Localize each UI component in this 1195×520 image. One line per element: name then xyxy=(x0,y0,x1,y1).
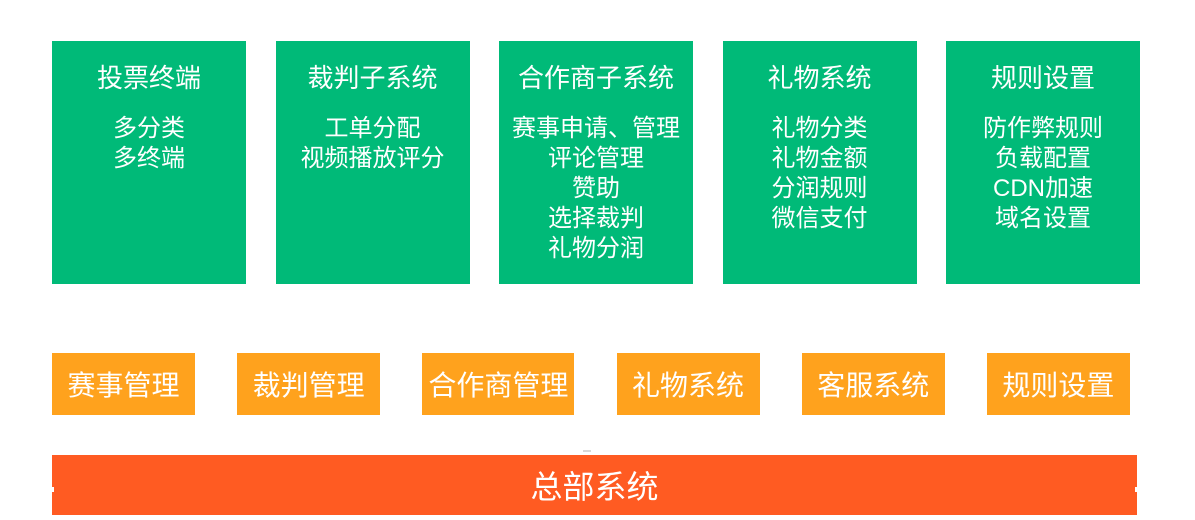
headquarters-bar-label: 总部系统 xyxy=(530,469,659,505)
resize-handle-left[interactable] xyxy=(46,487,54,492)
headquarters-bar[interactable]: 总部系统 xyxy=(52,455,1137,515)
card-item: 域名设置 xyxy=(995,205,1091,232)
card-title: 礼物系统 xyxy=(767,63,872,93)
subsystem-card-judge[interactable]: 裁判子系统 工单分配 视频播放评分 xyxy=(275,41,470,284)
module-button-rule-settings[interactable]: 规则设置 xyxy=(986,353,1130,415)
card-item: 礼物分类 xyxy=(771,115,868,142)
module-button-event-mgmt[interactable]: 赛事管理 xyxy=(52,353,195,415)
card-item: 工单分配 xyxy=(324,115,421,142)
card-item-list: 防作弊规则 负载配置 CDN加速 域名设置 xyxy=(946,114,1140,234)
card-item-list: 赛事申请、管理 评论管理 赞助 选择裁判 礼物分润 xyxy=(499,114,693,264)
card-item: 赞助 xyxy=(572,175,620,202)
card-item: 多终端 xyxy=(113,145,185,172)
card-item: 分润规则 xyxy=(771,175,868,202)
card-title: 裁判子系统 xyxy=(307,63,438,93)
card-item-list: 多分类 多终端 xyxy=(52,114,246,174)
module-button-judge-mgmt[interactable]: 裁判管理 xyxy=(237,353,381,415)
card-title: 合作商子系统 xyxy=(517,63,674,93)
subsystem-card-partner[interactable]: 合作商子系统 赛事申请、管理 评论管理 赞助 选择裁判 礼物分润 xyxy=(499,41,693,284)
module-button-gift-system[interactable]: 礼物系统 xyxy=(616,353,760,415)
module-button-support-system[interactable]: 客服系统 xyxy=(801,353,945,415)
subsystem-card-rules[interactable]: 规则设置 防作弊规则 负载配置 CDN加速 域名设置 xyxy=(946,41,1140,284)
resize-handle-right[interactable] xyxy=(1135,487,1143,492)
module-buttons-row: 赛事管理 裁判管理 合作商管理 礼物系统 客服系统 规则设置 xyxy=(52,353,1130,415)
card-item: 礼物金额 xyxy=(771,145,868,172)
card-item: 负载配置 xyxy=(995,145,1091,172)
card-item: 礼物分润 xyxy=(548,235,644,262)
card-item-list: 工单分配 视频播放评分 xyxy=(276,114,470,174)
card-item: 视频播放评分 xyxy=(300,145,445,172)
card-item: 防作弊规则 xyxy=(983,115,1103,142)
module-button-partner-mgmt[interactable]: 合作商管理 xyxy=(422,353,575,415)
subsystem-cards-row: 投票终端 多分类 多终端 裁判子系统 工单分配 视频播放评分 合作商子系统 赛事… xyxy=(52,41,1140,284)
subsystem-card-gift[interactable]: 礼物系统 礼物分类 礼物金额 分润规则 微信支付 xyxy=(722,41,917,284)
card-item: 赛事申请、管理 xyxy=(512,115,680,142)
card-item: 微信支付 xyxy=(771,205,868,232)
resize-handle-top[interactable] xyxy=(583,450,591,452)
subsystem-card-voting-terminal[interactable]: 投票终端 多分类 多终端 xyxy=(52,41,246,284)
card-title: 规则设置 xyxy=(990,63,1095,93)
card-item: 选择裁判 xyxy=(548,205,644,232)
card-item: 多分类 xyxy=(113,115,185,142)
card-item: 评论管理 xyxy=(548,145,644,172)
card-item: CDN加速 xyxy=(993,175,1093,202)
card-title: 投票终端 xyxy=(96,63,201,93)
card-item-list: 礼物分类 礼物金额 分润规则 微信支付 xyxy=(723,114,917,234)
